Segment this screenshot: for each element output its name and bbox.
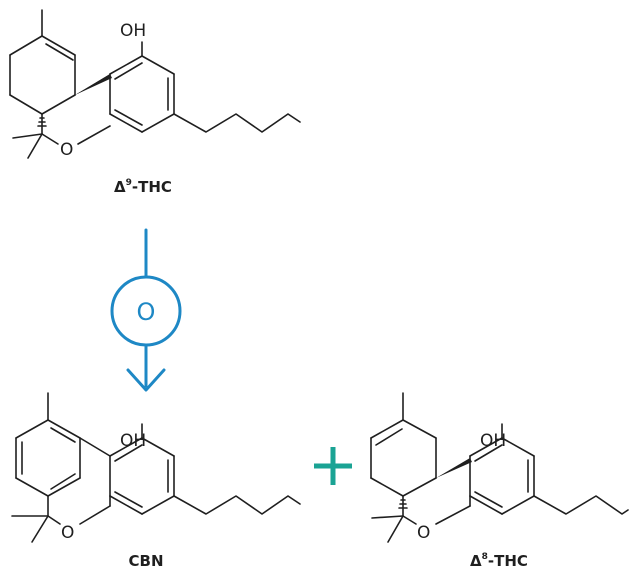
bond bbox=[79, 437, 111, 457]
bond bbox=[41, 35, 76, 56]
bond bbox=[402, 515, 417, 525]
bond bbox=[141, 495, 175, 515]
bond bbox=[114, 444, 143, 462]
oxygen-label: O bbox=[417, 523, 430, 543]
bond bbox=[79, 505, 111, 525]
oxidation-label: O bbox=[137, 298, 156, 326]
bond bbox=[387, 515, 404, 543]
bond bbox=[47, 515, 61, 525]
bond bbox=[109, 113, 143, 133]
wedge-bond bbox=[75, 74, 112, 95]
bond bbox=[114, 491, 143, 508]
arrow-head-icon bbox=[126, 368, 166, 392]
molecule-delta8-thc: OH O bbox=[370, 392, 629, 543]
wedge-bond bbox=[436, 458, 472, 478]
bond bbox=[77, 125, 111, 145]
bond bbox=[469, 495, 503, 515]
oxygen-label: O bbox=[61, 523, 74, 543]
bond bbox=[435, 505, 471, 525]
bond bbox=[15, 419, 49, 439]
hydroxyl-label: OH bbox=[480, 431, 506, 451]
bond bbox=[141, 113, 175, 133]
bond bbox=[47, 419, 81, 439]
bond bbox=[141, 55, 175, 75]
molecule-label-delta9-thc: Δ9-THC bbox=[114, 178, 172, 196]
bond bbox=[402, 477, 437, 497]
bond bbox=[371, 515, 404, 519]
pentyl-chain bbox=[173, 495, 301, 515]
bond bbox=[375, 428, 403, 446]
bond bbox=[41, 133, 59, 145]
molecule-cbn: OH O bbox=[11, 392, 301, 543]
bond bbox=[114, 62, 143, 80]
bond bbox=[47, 477, 81, 497]
oxidation-arrow: O bbox=[110, 228, 182, 392]
bond bbox=[501, 437, 535, 457]
pentyl-chain bbox=[173, 113, 301, 133]
hydroxyl-label: OH bbox=[120, 431, 146, 451]
bond bbox=[501, 495, 535, 515]
bond bbox=[474, 491, 503, 508]
molecule-delta9-thc: OH O bbox=[9, 9, 301, 160]
molecule-label-cbn: CBN bbox=[129, 552, 164, 570]
oxygen-label: O bbox=[60, 140, 73, 160]
bond bbox=[141, 437, 175, 457]
bond bbox=[45, 43, 74, 61]
bond bbox=[12, 133, 43, 139]
bond bbox=[50, 473, 76, 490]
bond bbox=[9, 94, 43, 115]
bond bbox=[474, 444, 503, 462]
bond bbox=[114, 109, 143, 126]
bond bbox=[402, 419, 437, 439]
bond bbox=[15, 477, 49, 497]
bond bbox=[109, 495, 143, 515]
bond bbox=[50, 427, 76, 443]
bond bbox=[9, 35, 43, 56]
pentyl-chain bbox=[533, 495, 629, 515]
bond bbox=[370, 477, 404, 497]
bond bbox=[31, 515, 49, 543]
hydroxyl-label: OH bbox=[120, 21, 146, 41]
bond bbox=[41, 94, 76, 115]
molecule-label-delta8-thc: Δ8-THC bbox=[470, 552, 528, 570]
bond bbox=[370, 419, 404, 439]
bond bbox=[109, 437, 143, 457]
bond bbox=[109, 55, 143, 75]
plus-icon bbox=[314, 447, 352, 485]
bond bbox=[469, 437, 503, 457]
bond bbox=[27, 133, 43, 159]
